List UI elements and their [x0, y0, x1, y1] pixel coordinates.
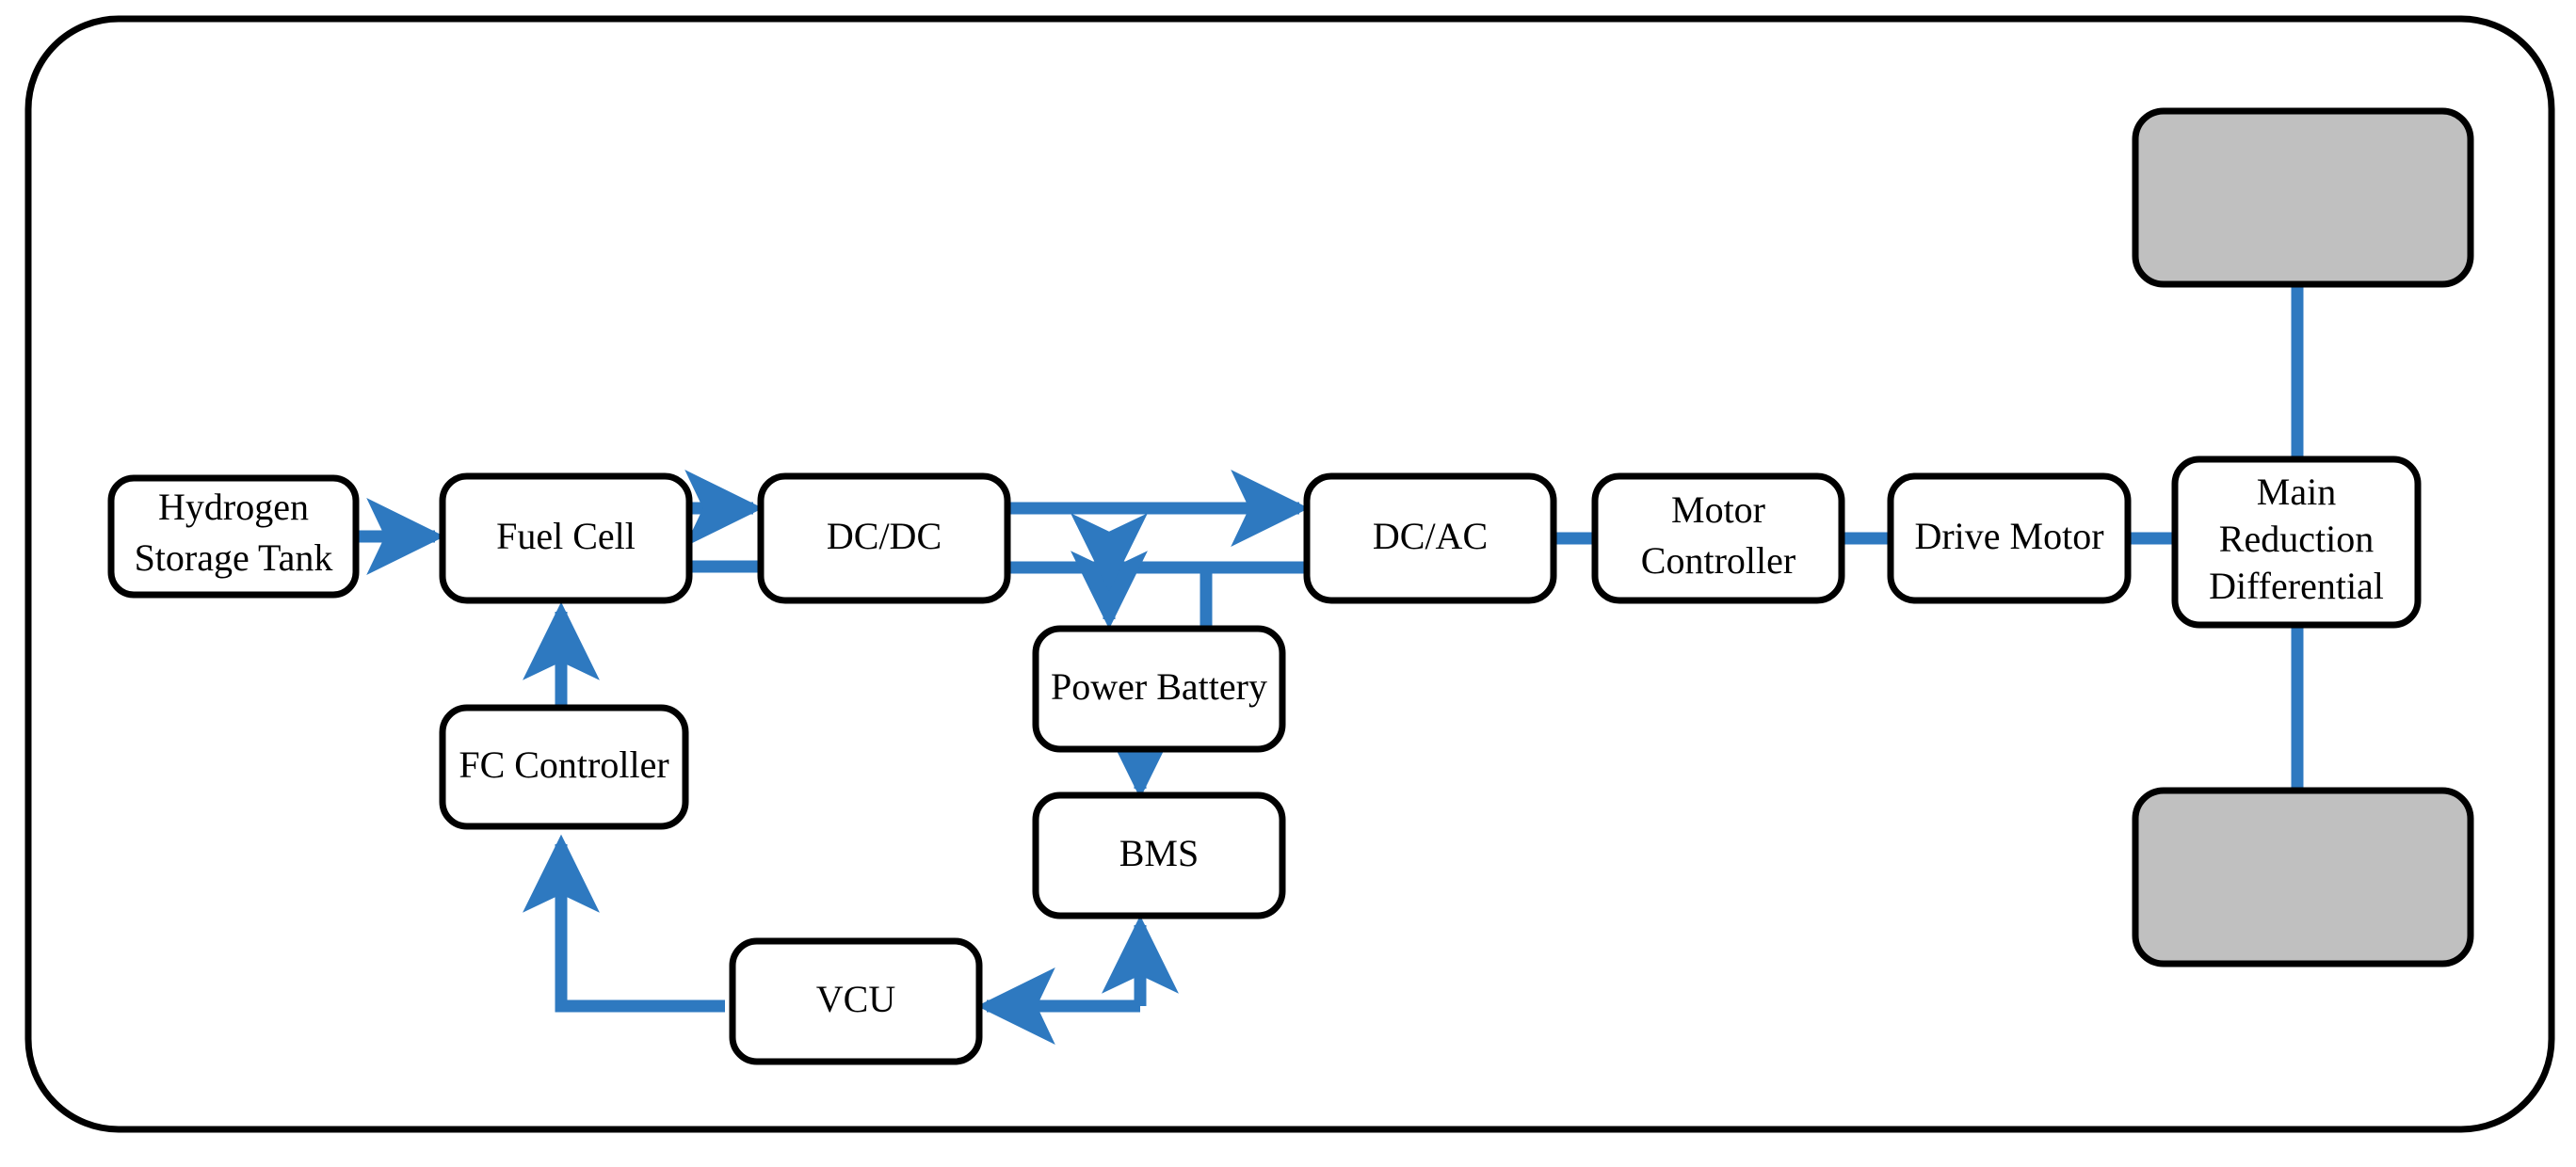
node-motor-controller-label-line-1: Motor — [1671, 488, 1765, 531]
node-drive-motor[interactable] — [1887, 472, 2132, 604]
node-bms-label: BMS — [1119, 832, 1199, 874]
node-fuel-cell[interactable] — [439, 472, 693, 604]
node-front-wheel[interactable] — [2132, 107, 2474, 288]
node-dc-ac-label: DC/AC — [1373, 515, 1488, 557]
node-fuel-cell-label: Fuel Cell — [496, 515, 636, 557]
node-motor-controller-label-line-2: Controller — [1641, 539, 1795, 582]
connector-vcu-to-fc-controller — [523, 834, 725, 1013]
node-bms[interactable] — [1032, 791, 1286, 919]
node-hydrogen-storage-tank-label-line-1: Hydrogen — [158, 486, 309, 528]
node-fc-controller[interactable] — [439, 704, 689, 830]
node-main-reduction-differential-label-line-2: Reduction — [2219, 518, 2374, 560]
node-hydrogen-storage-tank[interactable] — [107, 474, 360, 599]
node-fc-controller-label: FC Controller — [459, 743, 668, 786]
vehicle-body-outline — [24, 15, 2555, 1133]
node-vcu-label: VCU — [816, 978, 896, 1020]
node-main-reduction-differential[interactable] — [2171, 456, 2422, 629]
node-vcu[interactable] — [729, 937, 983, 1065]
node-power-battery[interactable] — [1032, 625, 1286, 753]
node-rear-wheel[interactable] — [2132, 787, 2474, 967]
node-drive-motor-label: Drive Motor — [1914, 515, 2103, 557]
node-motor-controller[interactable] — [1591, 472, 1845, 604]
node-dc-ac[interactable] — [1303, 472, 1557, 604]
node-dc-dc-label: DC/DC — [827, 515, 942, 557]
node-dc-dc[interactable] — [757, 472, 1011, 604]
node-hydrogen-storage-tank-label-line-2: Storage Tank — [135, 536, 333, 579]
node-power-battery-label: Power Battery — [1051, 665, 1267, 708]
node-main-reduction-differential-label-line-1: Main — [2257, 471, 2336, 513]
node-main-reduction-differential-label-line-3: Differential — [2209, 565, 2384, 607]
connector-layer — [356, 284, 2304, 1045]
